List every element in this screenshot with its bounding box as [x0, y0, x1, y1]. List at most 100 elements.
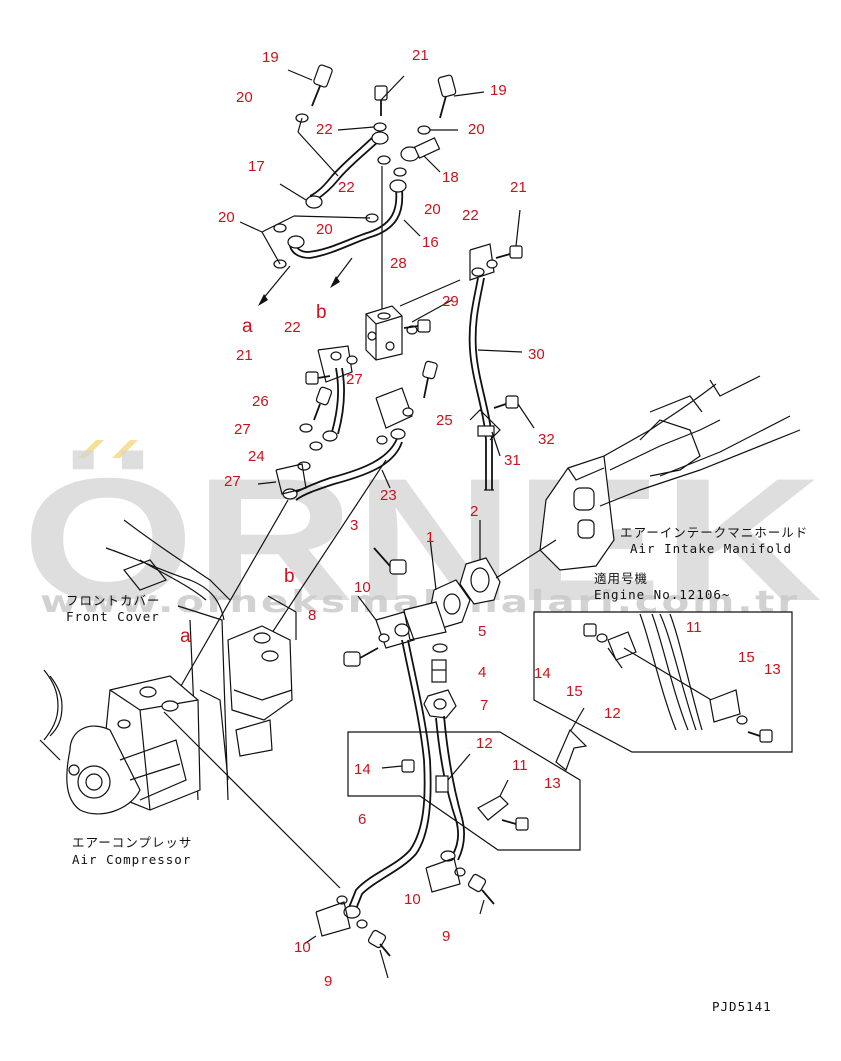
arrow-a-head: [258, 294, 268, 306]
clamp-12: [435, 775, 449, 793]
callout-10: 10: [354, 579, 371, 596]
callout-21: 21: [236, 347, 253, 364]
washer: [273, 223, 287, 233]
callout-19: 19: [262, 49, 279, 66]
detail-box: [533, 611, 793, 753]
bolt-21-top: [374, 75, 405, 116]
washer: [393, 167, 407, 177]
block-28: [365, 305, 403, 361]
callout-a: a: [180, 626, 191, 647]
callout-13: 13: [544, 775, 561, 792]
callout-8: 8: [308, 607, 316, 624]
bolt-8: [343, 647, 379, 667]
callout-11: 11: [686, 619, 702, 636]
callout-22: 22: [462, 207, 479, 224]
label-front-cover-en: Front Cover: [66, 609, 160, 624]
callout-5: 5: [478, 623, 486, 640]
front-cover: [105, 519, 231, 801]
bolt-32: [493, 395, 535, 429]
callout-30: 30: [528, 346, 545, 363]
callout-27: 27: [346, 371, 363, 388]
tube-17: [279, 117, 389, 209]
callout-21: 21: [510, 179, 527, 196]
air-intake-manifold: [539, 375, 801, 571]
watermark-accent-left: [78, 440, 104, 458]
washer: [373, 122, 387, 132]
callout-16: 16: [422, 234, 439, 251]
detail-parts: [583, 613, 773, 743]
callout-15: 15: [566, 683, 583, 700]
callout-4: 4: [478, 664, 486, 681]
dipstick-30: [468, 209, 523, 491]
callout-b: b: [316, 302, 327, 323]
callout-9: 9: [442, 928, 450, 945]
callout-10: 10: [404, 891, 421, 908]
callout-29: 29: [442, 293, 459, 310]
callout-32: 32: [538, 431, 555, 448]
callout-27: 27: [234, 421, 251, 438]
callout-9: 9: [324, 973, 332, 990]
bolt-19-right: [437, 74, 485, 119]
callout-a: a: [242, 316, 253, 337]
callout-25: 25: [436, 412, 453, 429]
callout-22: 22: [338, 179, 355, 196]
callout-11: 11: [512, 757, 528, 774]
callout-14: 14: [354, 761, 371, 778]
callout-7: 7: [480, 697, 488, 714]
bolt-25: [422, 360, 438, 399]
label-air-intake-en: Air Intake Manifold: [630, 541, 792, 556]
bolt-21-block: [403, 319, 431, 333]
callout-6: 6: [358, 811, 366, 828]
watermark-accent-right: [112, 440, 138, 458]
arrow-b-head: [330, 276, 340, 288]
callout-12: 12: [476, 735, 493, 752]
callout-10: 10: [294, 939, 311, 956]
washer: [417, 125, 431, 135]
air-compressor: [39, 595, 341, 889]
label-front-cover-jp: フロントカバー: [66, 593, 161, 608]
callout-b: b: [284, 566, 295, 587]
callout-13: 13: [764, 661, 781, 678]
label-applicable-jp: 適用号機: [594, 571, 648, 586]
bolt-3: [373, 547, 407, 575]
callout-21: 21: [412, 47, 429, 64]
callout-12: 12: [604, 705, 621, 722]
labels: エアーインテークマニホールド Air Intake Manifold 適用号機 …: [66, 525, 808, 1014]
callout-17: 17: [248, 158, 265, 175]
bolt-19-left: [287, 64, 333, 107]
callout-26: 26: [252, 393, 269, 410]
gasket-2: [459, 520, 557, 605]
drawing-code: PJD5141: [712, 999, 772, 1014]
bolt-13-mid: [501, 817, 529, 831]
callout-2: 2: [470, 503, 478, 520]
callout-15: 15: [738, 649, 755, 666]
label-compressor-en: Air Compressor: [72, 852, 191, 867]
callout-1: 1: [426, 529, 434, 546]
washer: [377, 155, 391, 165]
washer-5: [432, 643, 448, 653]
fitting-18: [400, 137, 441, 173]
tube-24: [322, 367, 345, 442]
drawing: [39, 64, 801, 979]
callout-19: 19: [490, 82, 507, 99]
callout-24: 24: [248, 448, 265, 465]
bolt-9-left: [367, 929, 391, 957]
clamp-11: [477, 795, 509, 821]
callout-14: 14: [534, 665, 551, 682]
bolt-9-right: [467, 873, 495, 905]
callout-20: 20: [316, 221, 333, 238]
callout-28: 28: [390, 255, 407, 272]
callout-27: 27: [224, 473, 241, 490]
callout-23: 23: [380, 487, 397, 504]
label-air-intake-jp: エアーインテークマニホールド: [620, 525, 808, 540]
tube-6: [347, 639, 465, 915]
callout-18: 18: [442, 169, 459, 186]
label-compressor-jp: エアーコンプレッサ: [72, 835, 192, 850]
callout-20: 20: [236, 89, 253, 106]
callout-22: 22: [284, 319, 301, 336]
callout-31: 31: [504, 452, 521, 469]
bolt-21-mid: [305, 371, 331, 385]
bolt-26: [313, 386, 333, 421]
nut-7: [423, 689, 457, 719]
